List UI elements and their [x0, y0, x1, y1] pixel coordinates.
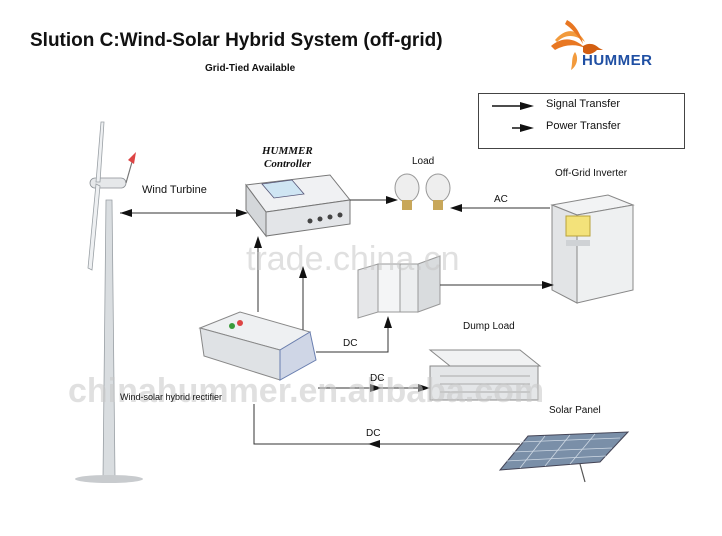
solar-panel-graphic — [498, 431, 630, 483]
ac-label: AC — [494, 194, 508, 205]
controller-label: Controller — [264, 158, 312, 170]
watermark-bottom: chinahummer.en.alibaba.com — [68, 372, 544, 410]
diagram-subtitle: Grid-Tied Available — [205, 63, 296, 74]
hummingbird-logo-icon — [551, 20, 603, 70]
legend-arrows — [492, 102, 534, 132]
dc-dump-label: DC — [370, 373, 385, 384]
legend-box — [478, 93, 685, 149]
rectifier-label: Wind-solar hybrid rectifier — [120, 392, 223, 402]
dump-load-graphic — [428, 349, 542, 401]
inverter-label: Off-Grid Inverter — [555, 168, 628, 179]
solar-panel-label: Solar Panel — [549, 405, 601, 416]
diagram-title: Slution C:Wind-Solar Hybrid System (off-… — [30, 30, 443, 51]
controller-graphic — [245, 174, 351, 238]
dc-battery-label: DC — [343, 338, 358, 349]
wind-turbine-graphic — [75, 121, 143, 483]
connections — [120, 196, 554, 448]
watermark-center: trade.china.cn — [246, 240, 460, 278]
inverter-graphic — [550, 194, 635, 304]
wind-turbine-label: Wind Turbine — [142, 184, 207, 196]
brand-name: HUMMER — [582, 52, 653, 69]
legend-power-label: Power Transfer — [546, 120, 621, 132]
rectifier-graphic — [198, 311, 317, 381]
power-arrow-icon — [520, 124, 534, 132]
dc-solar-label: DC — [366, 428, 381, 439]
signal-arrow-icon — [520, 102, 534, 110]
load-label: Load — [412, 156, 435, 167]
controller-brand-label: HUMMER — [262, 145, 313, 157]
dump-load-label: Dump Load — [463, 321, 515, 332]
legend-signal-label: Signal Transfer — [546, 98, 620, 110]
load-bulbs-graphic — [394, 173, 451, 210]
battery-bank-graphic — [357, 255, 441, 319]
